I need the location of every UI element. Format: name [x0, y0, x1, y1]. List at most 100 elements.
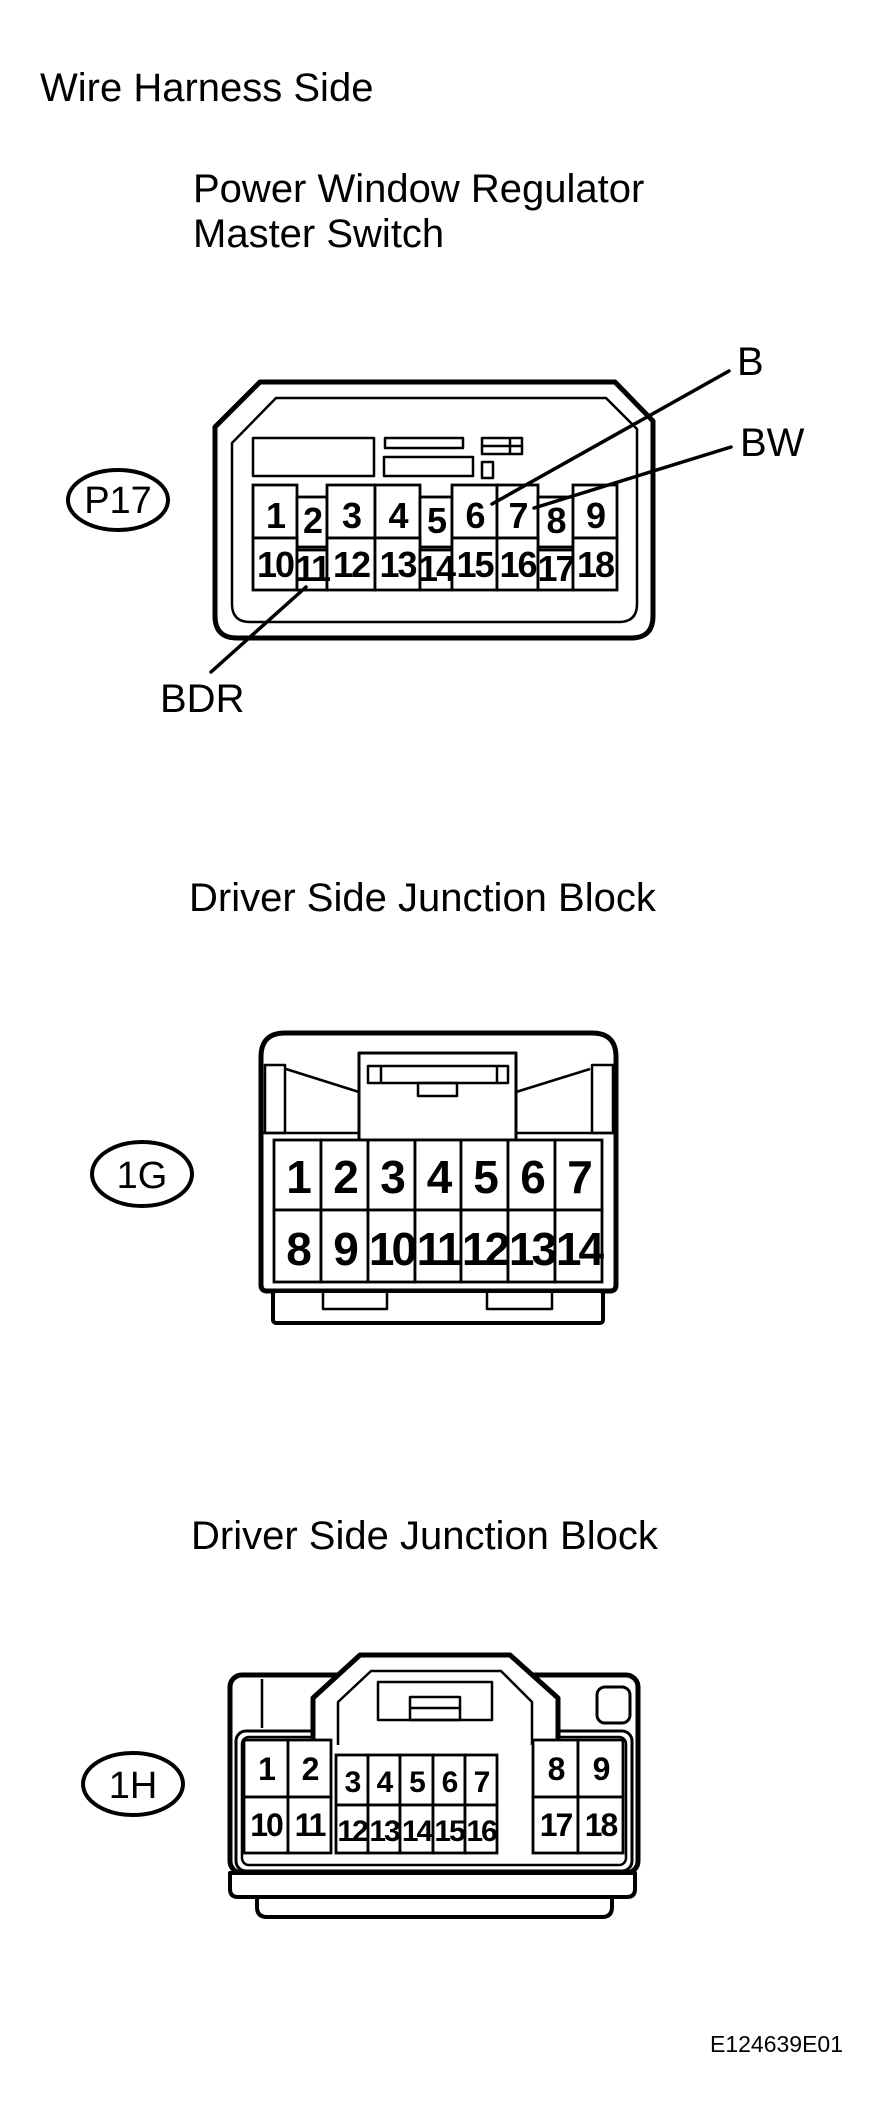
pin-number: 2: [333, 1151, 357, 1203]
pin-number: 12: [333, 544, 370, 585]
pin-cell: [459, 1208, 510, 1284]
pin-number: 17: [540, 1807, 573, 1843]
pin-number: 16: [466, 1815, 497, 1848]
pin-cell: [272, 1208, 323, 1284]
wire-color-label: B: [737, 340, 764, 384]
pin-number: 12: [337, 1815, 368, 1848]
code-badge-ellipse: [81, 1751, 185, 1817]
pin-number: 2: [302, 1751, 319, 1787]
pin-number: 1: [286, 1151, 311, 1203]
pin-cell: [576, 1795, 625, 1855]
pin-number: 3: [380, 1151, 404, 1203]
pin-number: 17: [537, 548, 574, 589]
pin-cell: [418, 548, 454, 592]
connector-p17-code-badge: P17: [66, 468, 170, 532]
pin-number: 1: [266, 495, 286, 536]
pin-number: 12: [462, 1223, 509, 1275]
pin-number: 7: [567, 1151, 591, 1203]
connector-1g-code-badge: 1G: [90, 1140, 194, 1208]
pin-number: 3: [345, 1766, 361, 1799]
pin-grid: 1 2 3 4 5 6 7 8 9 10 11 12 13 14 15 16: [251, 483, 619, 592]
connector-code: P17: [84, 480, 152, 522]
pin-cell: [531, 1795, 580, 1855]
pin-number: 5: [409, 1766, 425, 1799]
pin-number: 15: [456, 544, 494, 585]
pin-cell: [531, 1738, 580, 1799]
pin-number: 4: [388, 495, 408, 536]
pin-number: 14: [556, 1223, 605, 1275]
pin-callouts: B BW BDR: [160, 340, 805, 721]
pin-cell: [373, 536, 422, 592]
pin-cell: [325, 536, 377, 592]
connector-1h: Driver Side Junction Block 1H: [81, 1514, 659, 1919]
pin-cell: [495, 536, 540, 592]
skirt-tab: [485, 1289, 554, 1311]
pin-cell: [431, 1803, 467, 1855]
callout-line-b: [490, 369, 731, 506]
pin-number: 5: [427, 500, 447, 541]
pin-number: 9: [586, 495, 605, 536]
pin-number: 10: [369, 1223, 416, 1275]
pin-cell: [506, 1208, 557, 1284]
pin-number: 14: [418, 548, 456, 589]
pin-cell: [319, 1208, 370, 1284]
pin-cell: [286, 1795, 333, 1855]
pin-cell: [242, 1795, 290, 1855]
pin-number: 8: [546, 500, 565, 541]
connector-code: 1H: [109, 1765, 158, 1807]
pin-number: 14: [402, 1815, 434, 1848]
pin-cell: [553, 1208, 604, 1284]
pin-number: 7: [508, 495, 527, 536]
wire-color-label: BDR: [160, 677, 244, 721]
code-badge-ellipse: [66, 468, 170, 532]
pin-cell: [366, 1753, 402, 1807]
housing-keyway: [595, 1685, 632, 1725]
pin-number: 16: [499, 544, 536, 585]
housing-bottom-base: [255, 1895, 614, 1919]
pin-cell: [571, 536, 619, 592]
pin-number: 10: [250, 1807, 283, 1843]
pin-cell: [242, 1738, 290, 1799]
connector-1h-title: Driver Side Junction Block: [191, 1514, 659, 1558]
pin-number: 6: [520, 1151, 544, 1203]
pin-number: 13: [369, 1815, 400, 1848]
pin-grid: 1 2 3 4 5 6 7 8 9 10 11 12 13 14 15 16 1: [242, 1738, 625, 1855]
pin-number: 13: [509, 1223, 556, 1275]
pin-number: 4: [377, 1766, 394, 1799]
connector-p17: Power Window Regulator Master Switch P17: [66, 167, 805, 721]
connector-code: 1G: [117, 1155, 168, 1197]
pin-number: 10: [257, 544, 294, 585]
callout-line-bdr: [209, 585, 308, 674]
pin-cell: [413, 1208, 463, 1284]
pin-number: 15: [434, 1815, 465, 1848]
pin-number: 13: [379, 544, 416, 585]
pin-number: 9: [333, 1223, 357, 1275]
housing-bottom-skirt: [271, 1289, 605, 1325]
callout-line-bw: [532, 445, 733, 510]
pin-cell: [576, 1738, 625, 1799]
pin-grid: 1 2 3 4 5 6 7 8 9 10 11 12 13 14: [272, 1138, 607, 1284]
connector-housing-inner-outline: [230, 396, 639, 624]
pin-number: 7: [474, 1766, 490, 1799]
connector-p17-title-line1: Power Window Regulator: [193, 167, 644, 211]
pin-cell: [286, 1738, 333, 1799]
pin-number: 8: [548, 1751, 565, 1787]
pin-cell: [463, 1753, 499, 1807]
pin-number: 11: [295, 548, 331, 589]
pin-cell: [463, 1803, 499, 1855]
pin-number: 1: [258, 1751, 275, 1787]
pin-number: 8: [286, 1223, 311, 1275]
pin-number: 2: [303, 500, 322, 541]
connector-1h-code-badge: 1H: [81, 1751, 185, 1817]
pin-number: 3: [342, 495, 361, 536]
connector-1g-title: Driver Side Junction Block: [189, 876, 657, 920]
connector-p17-title-line2: Master Switch: [193, 212, 444, 256]
pin-number: 18: [585, 1807, 618, 1843]
housing-cavity-details: [251, 436, 524, 480]
housing-latch-hood: [310, 1652, 561, 1745]
pin-cell: [571, 483, 619, 540]
pin-number: 6: [465, 495, 484, 536]
figure-code: E124639E01: [710, 2031, 843, 2057]
